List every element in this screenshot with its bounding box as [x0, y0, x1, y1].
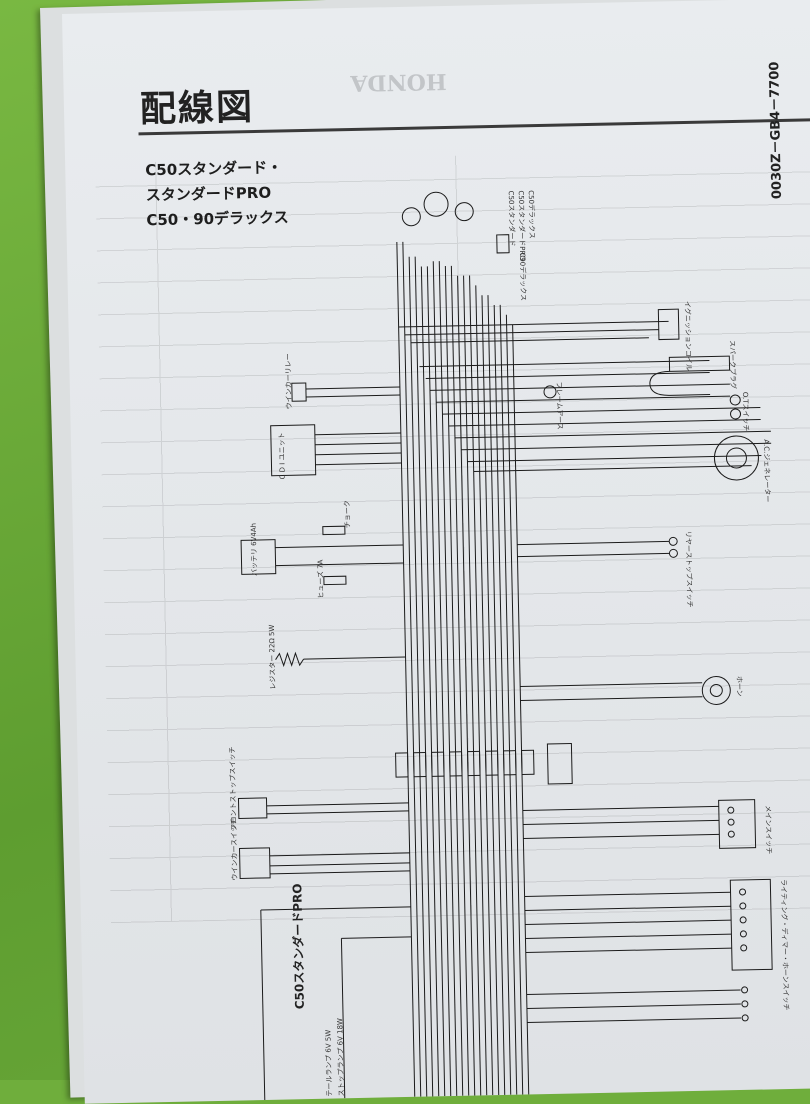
main-switch-label: メインスイッチ — [763, 805, 773, 855]
fuse-label: ヒューズ 7A — [316, 559, 326, 599]
rear-stop-switch-label: リヤーストップスイッチ — [683, 530, 694, 608]
ac-generator-rotor — [725, 447, 747, 469]
bottom-model-label: C50スタンダードPRO — [290, 883, 307, 1010]
c50-selector-block — [496, 234, 510, 254]
c50-dx-label: C50デラックス — [526, 190, 536, 239]
ac-generator-label: A.C.ジェネレーター — [762, 439, 772, 503]
cdi-unit-label: C D I ユニット — [277, 432, 287, 480]
front-stop-switch-box — [237, 797, 268, 819]
winker-relay-box — [291, 382, 307, 402]
horn-inner — [709, 683, 723, 697]
fuse-holder — [323, 575, 347, 586]
frame-earth-ring — [543, 385, 557, 399]
main-switch-box — [718, 799, 757, 849]
front-winker-bulb-left — [401, 207, 421, 227]
battery-label: バッテリ 6V4Ah — [249, 522, 259, 577]
upper-right-harness — [398, 320, 772, 472]
choke-label: チョーク — [343, 500, 352, 529]
ignition-coil-box — [657, 308, 680, 341]
manual-page: HONDA 配線図 C50スタンダード・ スタンダードPRO C50・90デラッ… — [62, 0, 810, 1104]
tail-lamp-label: テールランプ 6V 5W — [324, 1029, 334, 1097]
cdi-unit-box — [270, 424, 317, 477]
choke-connector — [322, 525, 346, 536]
winker-switch-box — [239, 847, 271, 879]
ac-generator-circle — [713, 435, 759, 481]
front-winker-bulb-right — [454, 202, 474, 222]
coil-winding — [668, 355, 731, 372]
battery-box — [240, 539, 277, 575]
headlight-bulb — [423, 191, 449, 217]
rear-stop-switch-terminal-2 — [668, 548, 678, 558]
spark-plug-lead — [649, 370, 711, 396]
spark-plug-label: スパークプラグ — [727, 339, 738, 390]
oil-switch-1 — [729, 394, 741, 406]
resistor-zigzag — [275, 651, 304, 668]
horn-label: ホーン — [735, 675, 744, 697]
winker-switch-label: ウインカースイッチ — [229, 817, 240, 881]
horn-outer — [701, 675, 731, 705]
c90-dx-label: C90デラックス — [518, 252, 528, 302]
stop-lamp-label: ストップランプ 6V 18W — [336, 1018, 346, 1097]
rear-stop-switch-terminal-1 — [668, 536, 678, 546]
winker-relay-label: ウインカーリレー — [284, 353, 294, 410]
oil-switch-2 — [730, 408, 742, 420]
resistor-label: レジスター 22Ω 5W — [267, 624, 278, 690]
oil-switch-label: O.Tスイッチ — [741, 391, 750, 432]
frame-earth-label: フレームアース — [554, 381, 564, 430]
harness-trunk — [396, 241, 530, 1097]
connector-row — [395, 742, 573, 785]
wiring-diagram — [237, 191, 773, 1101]
ignition-coil-label: イグニッションコイル — [683, 300, 693, 371]
lighting-dimmer-switch-box — [729, 878, 773, 971]
